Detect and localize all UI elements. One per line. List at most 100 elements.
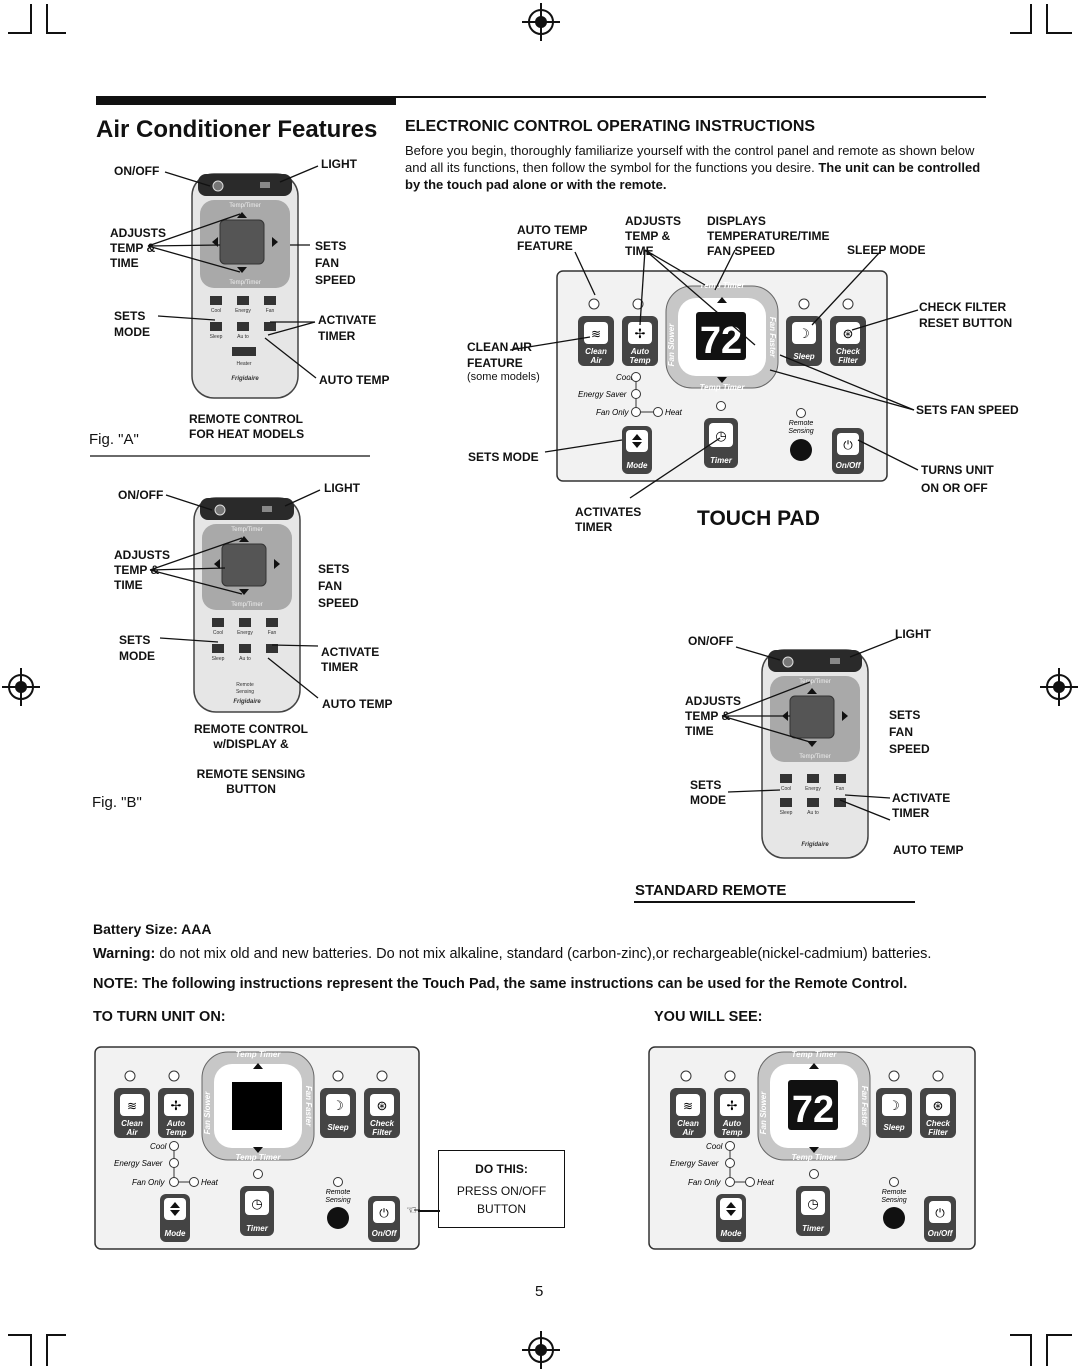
svg-text:≋: ≋ — [591, 327, 601, 341]
svg-text:Heat: Heat — [201, 1178, 219, 1187]
tp-onoff-text: On/Off — [836, 461, 862, 470]
fig-b-cool: Cool — [213, 630, 223, 636]
fig-b-display — [221, 543, 267, 587]
svg-text:Fan Faster: Fan Faster — [304, 1086, 313, 1127]
svg-text:◷: ◷ — [807, 1196, 818, 1211]
svg-text:Energy: Energy — [235, 308, 251, 314]
svg-text:Au to: Au to — [237, 334, 249, 340]
do-this-connector — [418, 1210, 440, 1212]
standard-remote: Temp/Timer Temp/Timer Cool Energy Fan Sl… — [761, 649, 869, 859]
intro-paragraph: Before you begin, thoroughly familiarize… — [405, 142, 995, 193]
fig-b-label-adjusts: ADJUSTS TEMP & TIME — [114, 548, 171, 592]
fig-b-light-button — [262, 506, 272, 512]
svg-text:≋: ≋ — [127, 1099, 137, 1113]
svg-text:Sleep: Sleep — [883, 1123, 904, 1132]
tp-label-sets-fan-speed: SETS FAN SPEED — [916, 403, 1019, 417]
tp-label-displays: DISPLAYS TEMPERATURE/TIME FAN SPEED — [707, 214, 830, 258]
std-label-sets-mode: SETS MODE — [690, 778, 726, 807]
registration-mark-top — [522, 3, 560, 41]
std-label-light: LIGHT — [895, 627, 931, 641]
touch-pad-heading: TOUCH PAD — [697, 507, 820, 530]
std-sleep: Sleep — [780, 810, 793, 816]
fig-a-caption: Fig. "A" — [89, 431, 139, 448]
intro-bold: The unit can be controlled by the touch … — [405, 160, 981, 192]
svg-text:⊛: ⊛ — [933, 1098, 944, 1113]
tp-sleep-text: Sleep — [793, 352, 814, 361]
registration-mark-bottom — [522, 1331, 560, 1369]
svg-text:Check: Check — [836, 347, 861, 356]
fig-b-label-sets-mode: SETS MODE — [119, 633, 155, 663]
svg-text:Timer: Timer — [246, 1224, 269, 1233]
fig-a-label-adjusts: ADJUSTS TEMP & TIME — [110, 226, 167, 270]
svg-text:Mode: Mode — [721, 1229, 742, 1238]
svg-text:✢: ✢ — [171, 1098, 182, 1113]
fig-a-sleep: Sleep — [210, 334, 223, 340]
fig-b-sleep: Sleep — [212, 656, 225, 662]
svg-text:☜: ☜ — [406, 1203, 417, 1217]
fig-b-label-onoff: ON/OFF — [118, 488, 164, 502]
fig-a-label-onoff: ON/OFF — [114, 164, 160, 178]
registration-mark-left — [2, 668, 40, 706]
svg-text:Temp Timer: Temp Timer — [236, 1153, 282, 1162]
std-label-adjusts: ADJUSTS TEMP & TIME — [685, 694, 742, 738]
std-onoff-button — [782, 656, 794, 668]
svg-text:Temp: Temp — [629, 356, 650, 365]
svg-text:Energy: Energy — [237, 630, 253, 636]
svg-text:Temp: Temp — [721, 1128, 742, 1137]
svg-text:Fan Slower: Fan Slower — [203, 1091, 212, 1135]
fig-a-heater-button — [232, 347, 256, 356]
header-rule — [396, 96, 986, 98]
svg-text:Sensing: Sensing — [788, 428, 813, 435]
tp-label-clean-air: CLEAN AIR FEATURE — [467, 340, 532, 370]
svg-text:Au to: Au to — [239, 656, 251, 662]
tp-label-adjusts: ADJUSTS TEMP & TIME — [625, 214, 682, 258]
svg-text:Remote: Remote — [882, 1189, 907, 1196]
svg-text:Auto: Auto — [722, 1119, 741, 1128]
touch-pad-display-value: 72 — [700, 320, 742, 362]
tp-fan-only: Fan Only — [596, 408, 629, 417]
std-label-auto-temp: AUTO TEMP — [893, 843, 964, 857]
fig-a-temp-timer-top: Temp/Timer — [229, 203, 260, 209]
fig-b-label-activate-timer: ACTIVATE TIMER — [321, 645, 380, 674]
svg-text:✢: ✢ — [635, 326, 646, 341]
svg-text:Cool: Cool — [150, 1142, 167, 1151]
svg-text:Air: Air — [681, 1128, 694, 1137]
do-this-box: DO THIS: PRESS ON/OFF BUTTON — [438, 1150, 565, 1228]
fig-a-brand: Frigidaire — [231, 376, 259, 382]
fig-a-remote-caption: REMOTE CONTROL FOR HEAT MODELS — [189, 412, 305, 441]
intro-plain: Before you begin, thoroughly familiarize… — [405, 143, 975, 175]
svg-text:☽: ☽ — [798, 326, 810, 341]
svg-text:◷: ◷ — [715, 428, 726, 443]
section-title: ELECTRONIC CONTROL OPERATING INSTRUCTION… — [405, 118, 816, 135]
tp-label-activates-timer: ACTIVATES TIMER — [575, 505, 642, 534]
tp-label-sleep-mode: SLEEP MODE — [847, 243, 926, 257]
std-label-sets-fan: SETS FAN SPEED — [889, 708, 930, 756]
svg-text:Au to: Au to — [807, 810, 819, 816]
svg-text:On/Off: On/Off — [372, 1229, 398, 1238]
fig-a-label-sets-mode: SETS MODE — [114, 309, 150, 339]
svg-text:Clean: Clean — [585, 347, 607, 356]
tp-cool: Cool — [616, 373, 633, 382]
std-temp-timer-bottom: Temp/Timer — [799, 754, 830, 760]
turn-on-panel-display — [232, 1082, 282, 1130]
to-turn-unit-on: TO TURN UNIT ON: — [93, 1009, 226, 1025]
svg-text:Filter: Filter — [928, 1128, 948, 1137]
fig-b-label-sets-fan: SETS FAN SPEED — [318, 562, 359, 610]
svg-text:Filter: Filter — [372, 1128, 392, 1137]
svg-text:Sensing: Sensing — [881, 1197, 906, 1204]
tp-temp-timer-bottom: Temp Timer — [700, 383, 746, 392]
std-cool: Cool — [781, 786, 791, 792]
result-display-value: 72 — [792, 1089, 834, 1131]
registration-mark-right — [1040, 668, 1078, 706]
fig-a-display — [219, 219, 265, 265]
svg-text:Temp Timer: Temp Timer — [792, 1153, 838, 1162]
result-panel: 72 Temp Timer Temp Timer Fan Slower Fan … — [648, 1046, 976, 1250]
fig-a-label-auto-temp: AUTO TEMP — [319, 373, 390, 387]
std-temp-timer-top: Temp/Timer — [799, 679, 830, 685]
svg-text:Energy Saver: Energy Saver — [114, 1159, 163, 1168]
warning-line: Warning: do not mix old and new batterie… — [93, 946, 931, 962]
page-number: 5 — [535, 1283, 544, 1300]
svg-text:Temp Timer: Temp Timer — [792, 1050, 838, 1059]
svg-text:Energy Saver: Energy Saver — [670, 1159, 719, 1168]
fig-b-remote-caption: REMOTE CONTROL w/DISPLAY & REMOTE SENSIN… — [194, 722, 308, 796]
